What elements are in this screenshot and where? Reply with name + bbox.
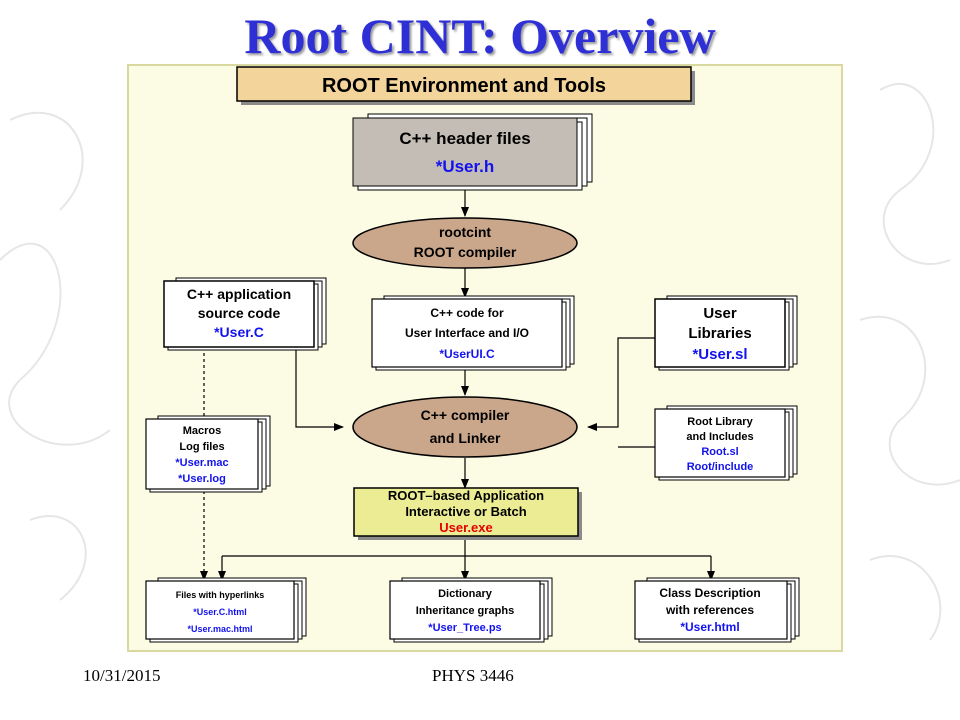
class-description-file: *User.html xyxy=(680,620,739,634)
hyperlinks-box: Files with hyperlinks *User.C.html *User… xyxy=(145,577,307,643)
hyperlinks-file-c: *User.C.html xyxy=(193,607,247,617)
application-label: ROOT–based Application xyxy=(388,488,544,503)
dictionary-box: Dictionary Inheritance graphs *User_Tree… xyxy=(389,577,553,643)
dictionary-file: *User_Tree.ps xyxy=(428,622,501,634)
rootcint-node: rootcint ROOT compiler xyxy=(352,217,578,269)
root-library-label: Root Library xyxy=(687,416,753,428)
user-libraries-sublabel: Libraries xyxy=(688,325,751,342)
compiler-sublabel: and Linker xyxy=(430,430,501,446)
user-libraries-box: User Libraries *User.sl xyxy=(654,295,798,371)
app-source-box: C++ application source code *User.C xyxy=(163,277,327,351)
application-sublabel: Interactive or Batch xyxy=(405,504,526,519)
hyperlinks-file-mac: *User.mac.html xyxy=(187,624,252,634)
root-library-sublabel: and Includes xyxy=(686,431,753,443)
app-source-sublabel: source code xyxy=(198,305,281,321)
footer-date: 10/31/2015 xyxy=(83,666,161,685)
banner-box: ROOT Environment and Tools xyxy=(236,66,695,105)
root-library-box: Root Library and Includes Root.sl Root/i… xyxy=(654,405,798,481)
macros-box: Macros Log files *User.mac *User.log xyxy=(145,415,271,493)
root-library-include: Root/include xyxy=(687,461,754,473)
compiler-label: C++ compiler xyxy=(421,407,510,423)
class-description-label: Class Description xyxy=(659,586,760,600)
user-libraries-label: User xyxy=(703,305,737,322)
ui-code-label: C++ code for xyxy=(430,306,504,320)
macros-sublabel: Log files xyxy=(179,441,224,453)
ui-code-box: C++ code for User Interface and I/O *Use… xyxy=(371,295,575,371)
rootcint-sublabel: ROOT compiler xyxy=(414,244,517,260)
application-file: User.exe xyxy=(439,520,493,535)
hyperlinks-label: Files with hyperlinks xyxy=(176,590,265,600)
banner-text: ROOT Environment and Tools xyxy=(322,75,606,97)
macros-label: Macros xyxy=(183,425,222,437)
class-description-box: Class Description with references *User.… xyxy=(634,577,800,643)
macros-file-log: *User.log xyxy=(178,473,226,485)
ui-code-file: *UserUI.C xyxy=(439,347,495,361)
ui-code-sublabel: User Interface and I/O xyxy=(405,326,529,340)
slide-title: Root CINT: Overview xyxy=(244,8,716,64)
compiler-node: C++ compiler and Linker xyxy=(352,396,578,458)
class-description-sublabel: with references xyxy=(665,603,754,617)
dictionary-sublabel: Inheritance graphs xyxy=(416,605,514,617)
root-library-file: Root.sl xyxy=(701,446,738,458)
user-libraries-file: *User.sl xyxy=(692,346,747,363)
header-files-box: C++ header files *User.h xyxy=(352,113,593,191)
header-files-label: C++ header files xyxy=(399,129,530,148)
header-files-file: *User.h xyxy=(436,157,495,176)
application-box: ROOT–based Application Interactive or Ba… xyxy=(353,487,582,540)
macros-file-mac: *User.mac xyxy=(175,457,228,469)
app-source-file: *User.C xyxy=(214,324,264,340)
app-source-label: C++ application xyxy=(187,286,291,302)
rootcint-label: rootcint xyxy=(439,224,491,240)
dictionary-label: Dictionary xyxy=(438,588,493,600)
footer-course: PHYS 3446 xyxy=(432,666,514,685)
